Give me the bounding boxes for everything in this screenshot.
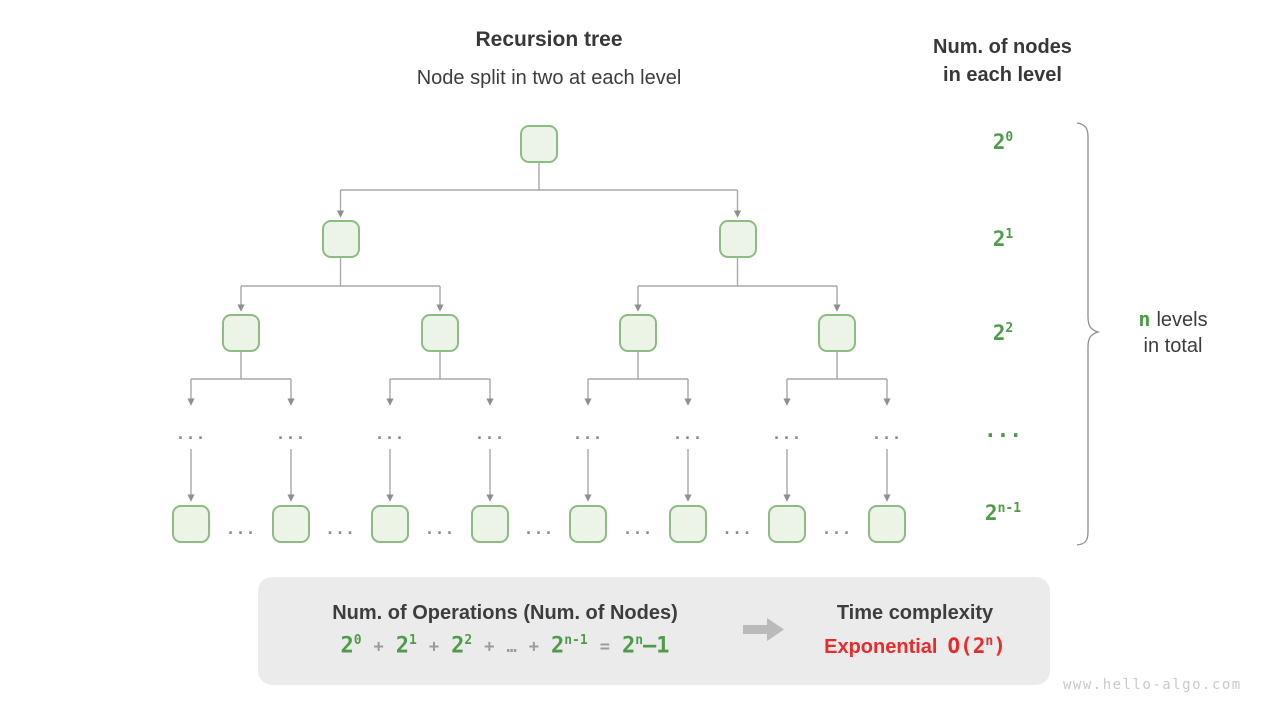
- level-count-label-4: 2n-1: [984, 501, 1022, 525]
- level3-ellipsis: ...: [572, 425, 604, 443]
- tree-node-l3-3: [471, 505, 509, 543]
- tree-node-l3-7: [868, 505, 906, 543]
- right-axis-title-line2: in each level: [943, 64, 1062, 86]
- level3-ellipsis: ...: [275, 425, 307, 443]
- tree-node-l3-4: [569, 505, 607, 543]
- formula-operator: …: [506, 637, 517, 658]
- level3-ellipsis: ...: [871, 425, 903, 443]
- bottom-row-ellipsis: ...: [523, 520, 555, 538]
- level3-ellipsis: ...: [771, 425, 803, 443]
- page-title: Recursion tree: [475, 28, 623, 51]
- time-complexity-title: Time complexity: [836, 602, 994, 624]
- right-axis-title-line1: Num. of nodes: [933, 36, 1072, 58]
- level-count-label-1: 21: [992, 227, 1014, 251]
- bottom-row-ellipsis: ...: [424, 520, 456, 538]
- level3-ellipsis: ...: [474, 425, 506, 443]
- tree-node-l1-1: [718, 220, 757, 258]
- formula-operator: +: [484, 637, 495, 658]
- levels-note-line2: in total: [1143, 335, 1203, 357]
- levels-note-n: n: [1138, 307, 1151, 331]
- tree-branch-arrows: [187, 190, 891, 502]
- bottom-row-ellipsis: ...: [821, 520, 853, 538]
- complexity-word: Exponential: [824, 636, 938, 658]
- formula-term: 21: [395, 633, 417, 659]
- formula-term: 2n-1: [550, 633, 588, 659]
- level3-ellipsis: ...: [374, 425, 406, 443]
- tree-node-l3-0: [172, 505, 210, 543]
- level3-ellipsis: ...: [672, 425, 704, 443]
- tree-node-l2-3: [818, 314, 856, 352]
- page-subtitle: Node split in two at each level: [416, 67, 682, 89]
- tree-node-l2-0: [222, 314, 260, 352]
- implies-arrow-icon: [743, 618, 784, 641]
- tree-node-l3-1: [272, 505, 310, 543]
- tree-node-l1-0: [321, 220, 360, 258]
- formula-term: 2n–1: [621, 633, 670, 659]
- operations-panel: Num. of Operations (Num. of Nodes) 20 +21…: [258, 577, 1050, 685]
- tree-node-l3-5: [669, 505, 707, 543]
- levels-brace: [1076, 122, 1101, 546]
- tree-branch-lines: [191, 163, 887, 380]
- formula-operator: =: [599, 637, 610, 658]
- bottom-row-ellipsis: ...: [225, 520, 257, 538]
- tree-node-l0-0: [520, 125, 558, 163]
- level-count-label-0: 20: [992, 130, 1014, 154]
- tree-node-l3-6: [768, 505, 806, 543]
- formula-operator: +: [373, 637, 384, 658]
- title-block: Recursion tree Node split in two at each…: [339, 28, 759, 90]
- bottom-row-ellipsis: ...: [622, 520, 654, 538]
- formula-term: 22: [451, 633, 473, 659]
- tree-node-l2-2: [619, 314, 657, 352]
- level-count-label-3: ...: [984, 418, 1022, 442]
- level3-ellipsis: ...: [175, 425, 207, 443]
- tree-node-l3-2: [371, 505, 409, 543]
- operations-formula: 20 +21 +22 + … +2n-1 = 2n–1: [305, 633, 705, 658]
- formula-term: 20: [340, 633, 362, 659]
- time-complexity-value: Exponential O(2n): [805, 634, 1025, 659]
- operations-title: Num. of Operations (Num. of Nodes): [332, 602, 678, 624]
- complexity-big-o: O(2n): [947, 634, 1006, 658]
- level-count-label-2: 22: [992, 321, 1014, 345]
- tree-node-l2-1: [421, 314, 459, 352]
- formula-operator: +: [428, 637, 440, 658]
- bottom-row-ellipsis: ...: [722, 520, 753, 538]
- watermark: www.hello-algo.com: [1063, 677, 1242, 693]
- levels-note-rest: levels: [1156, 309, 1208, 331]
- right-axis-title: Num. of nodes in each level: [900, 33, 1105, 89]
- formula-operator: +: [528, 637, 539, 658]
- bottom-row-ellipsis: ...: [325, 520, 356, 538]
